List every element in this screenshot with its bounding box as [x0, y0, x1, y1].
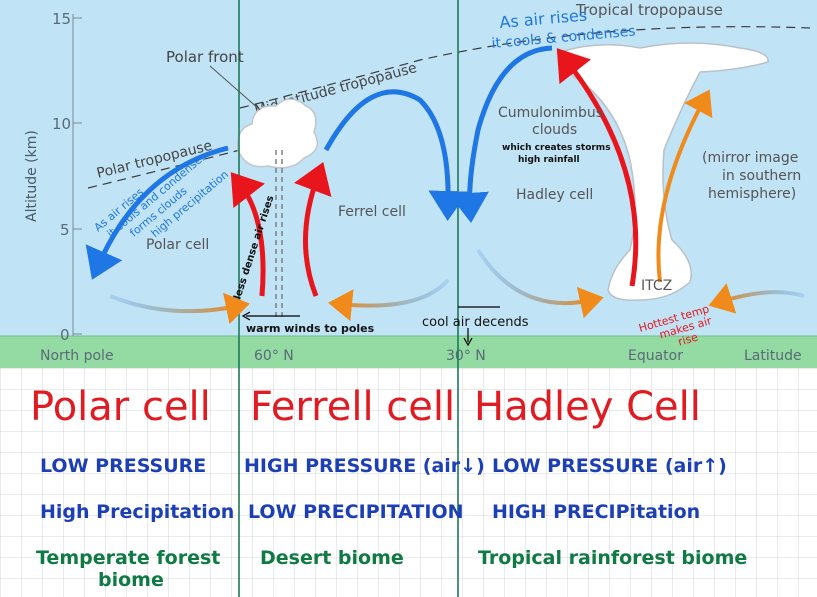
polar-cell-title: Polar cell — [30, 384, 211, 430]
polar-upper-flow — [85, 145, 229, 280]
x-axis: North pole 60° N 30° N Equator Latitude — [40, 348, 802, 364]
itcz-label: ITCZ — [641, 278, 672, 294]
tropical-tropopause-label: Tropical tropopause — [575, 1, 723, 19]
ferrel-cell-label: Ferrel cell — [338, 204, 406, 220]
hadley-precipitation: HIGH PRECIPitation — [492, 501, 700, 523]
y-axis-label: Altitude (km) — [24, 130, 40, 222]
ferrel-surface-flow — [328, 278, 450, 322]
y-tick-0: 0 — [60, 326, 70, 344]
polar-front-line — [275, 150, 283, 318]
hadley-surface-flow — [476, 248, 604, 319]
polar-front-label: Polar front — [166, 48, 244, 66]
mirror-note-line1: (mirror image — [702, 150, 798, 166]
cumulonimbus-label-line1: Cumulonimbus — [498, 105, 603, 121]
grid-paper — [0, 368, 817, 597]
hadley-cell-title: Hadley Cell — [474, 384, 701, 430]
mirror-note-line2: in southern — [722, 168, 801, 184]
y-tick-5: 5 — [60, 221, 70, 239]
ferrel-pressure: HIGH PRESSURE (air↓) — [244, 455, 485, 477]
x-tick-60n: 60° N — [254, 348, 294, 364]
cell-summary-table: Polar cell Ferrell cell Hadley Cell LOW … — [30, 384, 747, 591]
polar-rising-air — [230, 172, 266, 297]
warm-winds-label: warm winds to poles — [246, 322, 375, 335]
hadley-cell-label: Hadley cell — [516, 187, 593, 203]
polar-surface-flow — [109, 292, 250, 325]
x-tick-latitude: Latitude — [744, 348, 802, 364]
polar-biome-line1: Temperate forest — [36, 547, 220, 569]
y-tick-15: 15 — [52, 10, 71, 28]
polar-biome-line2: biome — [98, 569, 164, 591]
hadley-biome: Tropical rainforest biome — [478, 547, 747, 569]
y-tick-10: 10 — [52, 115, 71, 133]
y-axis: 15 10 5 0 Altitude (km) — [24, 10, 82, 344]
hottest-note-line3: rise — [677, 330, 700, 348]
southern-surface-flow — [708, 283, 805, 314]
polar-cell-label: Polar cell — [146, 237, 209, 253]
hadley-pressure: LOW PRESSURE (air↑) — [492, 455, 727, 477]
hadley-rising-air — [556, 48, 639, 287]
x-tick-equator: Equator — [628, 348, 683, 364]
ferrel-biome: Desert biome — [260, 547, 404, 569]
polar-front-cloud — [237, 98, 319, 169]
hottest-note: Hottest temp makes air rise — [637, 302, 713, 348]
ground-band — [0, 336, 817, 368]
mirror-note-line3: hemisphere) — [708, 186, 796, 202]
southern-rising-flow — [656, 89, 713, 283]
ferrel-upper-flow — [323, 89, 469, 221]
hadley-upper-flow — [448, 45, 553, 223]
polar-precipitation: High Precipitation — [40, 501, 234, 523]
ferrel-precipitation: LOW PRECIPITATION — [248, 501, 464, 523]
ferrel-cell-title: Ferrell cell — [250, 384, 455, 430]
cumulonimbus-label-line2: clouds — [532, 122, 577, 138]
tropopause-lines — [87, 26, 811, 189]
x-tick-30n: 30° N — [446, 348, 486, 364]
cool-air-label: cool air decends — [422, 315, 529, 330]
polar-pressure: LOW PRESSURE — [40, 455, 206, 477]
cumulonimbus-note-line2: high rainfall — [518, 155, 580, 165]
cumulonimbus-cloud — [559, 42, 769, 302]
ferrel-rising-air — [294, 161, 332, 297]
cumulonimbus-note-line1: which creates storms — [502, 143, 611, 153]
x-tick-north-pole: North pole — [40, 348, 114, 364]
